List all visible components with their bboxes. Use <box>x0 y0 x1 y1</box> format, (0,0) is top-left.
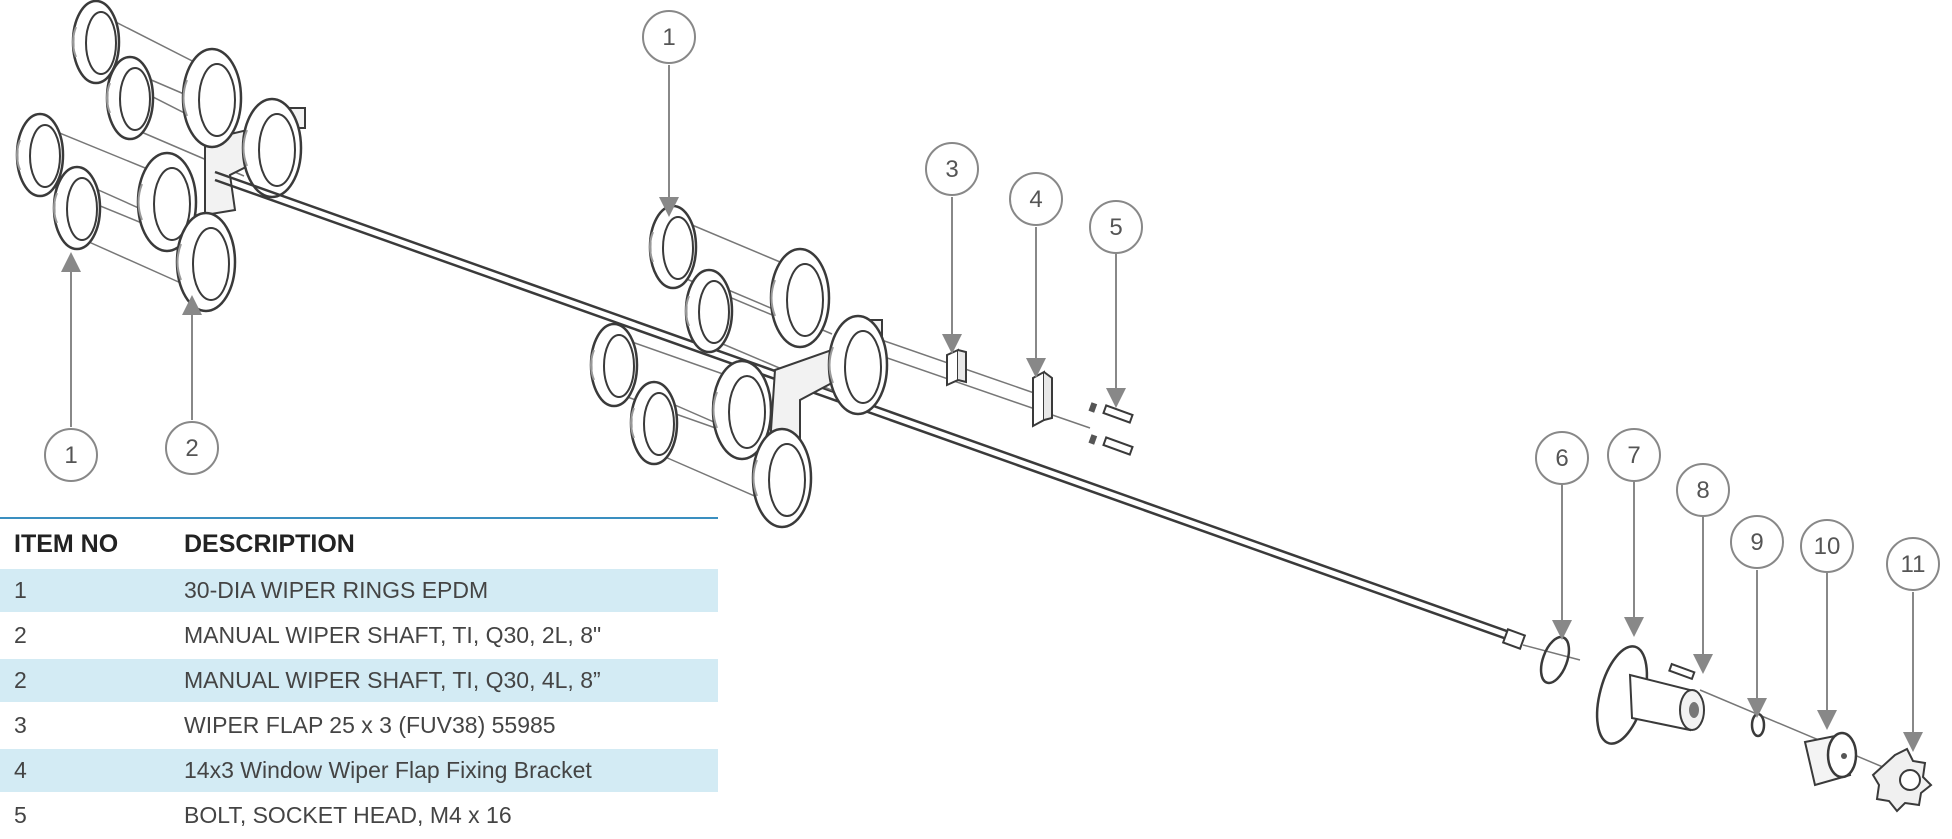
wiper-plate-middle <box>711 247 889 529</box>
balloon-3: 3 <box>925 142 979 196</box>
svg-text:5: 5 <box>1109 214 1122 241</box>
bom-description: BOLT, SOCKET HEAD, M4 x 16 <box>170 793 718 839</box>
balloon-6: 6 <box>1535 431 1589 485</box>
bom-description: 14x3 Window Wiper Flap Fixing Bracket <box>170 748 718 794</box>
svg-text:10: 10 <box>1814 533 1841 560</box>
socket-head-bolts <box>1088 402 1134 456</box>
balloon-2: 2 <box>165 421 219 475</box>
left-wiper-assembly <box>15 0 306 313</box>
small-bolt <box>1668 662 1696 681</box>
svg-text:6: 6 <box>1555 445 1568 472</box>
bom-header-row: ITEM NO DESCRIPTION <box>0 518 718 569</box>
balloon-5: 5 <box>1089 200 1143 254</box>
bom-description: MANUAL WIPER SHAFT, TI, Q30, 4L, 8” <box>170 658 718 704</box>
balloon-4: 4 <box>1009 172 1063 226</box>
bom-description: MANUAL WIPER SHAFT, TI, Q30, 2L, 8" <box>170 613 718 659</box>
wiper-rings-middle <box>589 204 734 466</box>
description-header: DESCRIPTION <box>184 529 355 558</box>
svg-text:8: 8 <box>1696 477 1709 504</box>
svg-text:3: 3 <box>945 156 958 183</box>
wiper-rings-left <box>15 0 155 251</box>
balloon-11: 11 <box>1886 537 1940 591</box>
bom-item-no: 4 <box>0 748 170 794</box>
bom-item-no: 2 <box>0 613 170 659</box>
balloon-9: 9 <box>1730 515 1784 569</box>
washer <box>1750 712 1766 738</box>
leader-arrows <box>61 65 1923 752</box>
svg-text:11: 11 <box>1901 551 1926 578</box>
svg-text:2: 2 <box>185 435 198 462</box>
balloon-7: 7 <box>1607 428 1661 482</box>
bom-item-no: 5 <box>0 793 170 839</box>
bom-item-no: 3 <box>0 703 170 749</box>
cylindrical-knob-base <box>1803 731 1858 787</box>
bom-description: WIPER FLAP 25 x 3 (FUV38) 55985 <box>170 703 718 749</box>
bom-row: 4 14x3 Window Wiper Flap Fixing Bracket <box>0 748 718 794</box>
bill-of-materials-table: ITEM NO DESCRIPTION 1 30-DIA WIPER RINGS… <box>0 517 718 839</box>
balloon-8: 8 <box>1676 463 1730 517</box>
wiper-flap-fixing-bracket <box>1032 370 1053 428</box>
bom-item-no: 2 <box>0 658 170 704</box>
bom-row: 2 MANUAL WIPER SHAFT, TI, Q30, 2L, 8" <box>0 613 718 659</box>
wiper-plate-left <box>136 47 306 313</box>
bom-row: 3 WIPER FLAP 25 x 3 (FUV38) 55985 <box>0 703 718 749</box>
middle-wiper-assembly <box>589 204 1091 529</box>
item-no-header: ITEM NO <box>14 529 119 558</box>
star-knob <box>1871 747 1933 813</box>
svg-text:4: 4 <box>1029 186 1042 213</box>
svg-text:1: 1 <box>662 24 675 51</box>
bom-row: 2 MANUAL WIPER SHAFT, TI, Q30, 4L, 8” <box>0 658 718 704</box>
bom-description: 30-DIA WIPER RINGS EPDM <box>170 569 718 614</box>
svg-text:1: 1 <box>64 442 77 469</box>
exploded-assembly-drawing: 1 1 2 3 4 5 6 7 8 9 10 11 <box>15 0 1940 813</box>
wiper-flap <box>946 348 967 387</box>
bom-row: 1 30-DIA WIPER RINGS EPDM <box>0 569 718 614</box>
balloon-1-left: 1 <box>44 428 98 482</box>
balloon-1-top: 1 <box>642 10 696 64</box>
bom-row: 5 BOLT, SOCKET HEAD, M4 x 16 <box>0 793 718 839</box>
balloon-10: 10 <box>1800 519 1854 573</box>
o-ring <box>1539 635 1571 685</box>
item-balloons: 1 1 2 3 4 5 6 7 8 9 10 11 <box>44 10 1940 591</box>
svg-text:7: 7 <box>1627 442 1640 469</box>
svg-text:9: 9 <box>1750 529 1763 556</box>
bom-item-no: 1 <box>0 569 170 614</box>
end-flange-housing <box>1595 645 1705 745</box>
